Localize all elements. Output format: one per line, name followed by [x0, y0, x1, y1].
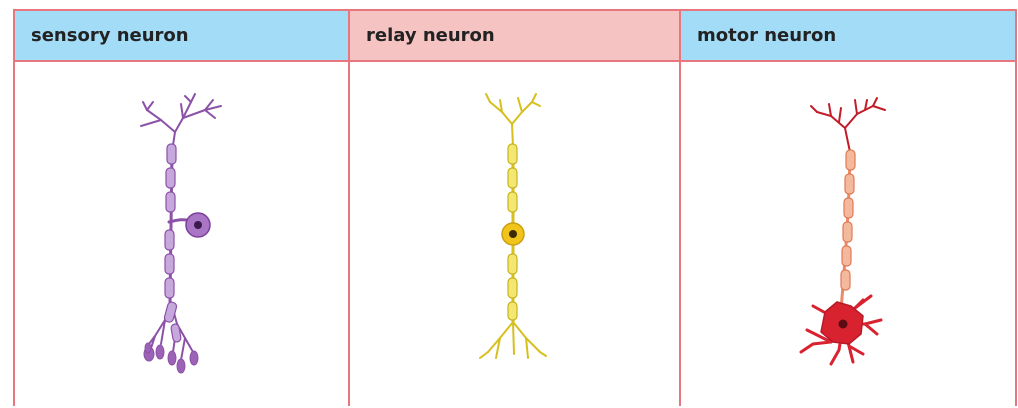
column-motor: motor neuron	[679, 11, 1015, 406]
motor-neuron-icon	[681, 62, 1017, 408]
column-relay: relay neuron	[348, 11, 679, 406]
neuron-table: sensory neuron	[13, 9, 1017, 406]
sensory-neuron-icon	[15, 62, 348, 408]
column-sensory: sensory neuron	[15, 11, 348, 406]
column-body-sensory	[15, 62, 348, 406]
column-header-sensory: sensory neuron	[15, 11, 348, 62]
column-header-motor: motor neuron	[681, 11, 1015, 62]
column-body-relay	[350, 62, 679, 406]
column-body-motor	[681, 62, 1015, 406]
relay-neuron-icon	[350, 62, 681, 408]
column-header-relay: relay neuron	[350, 11, 679, 62]
